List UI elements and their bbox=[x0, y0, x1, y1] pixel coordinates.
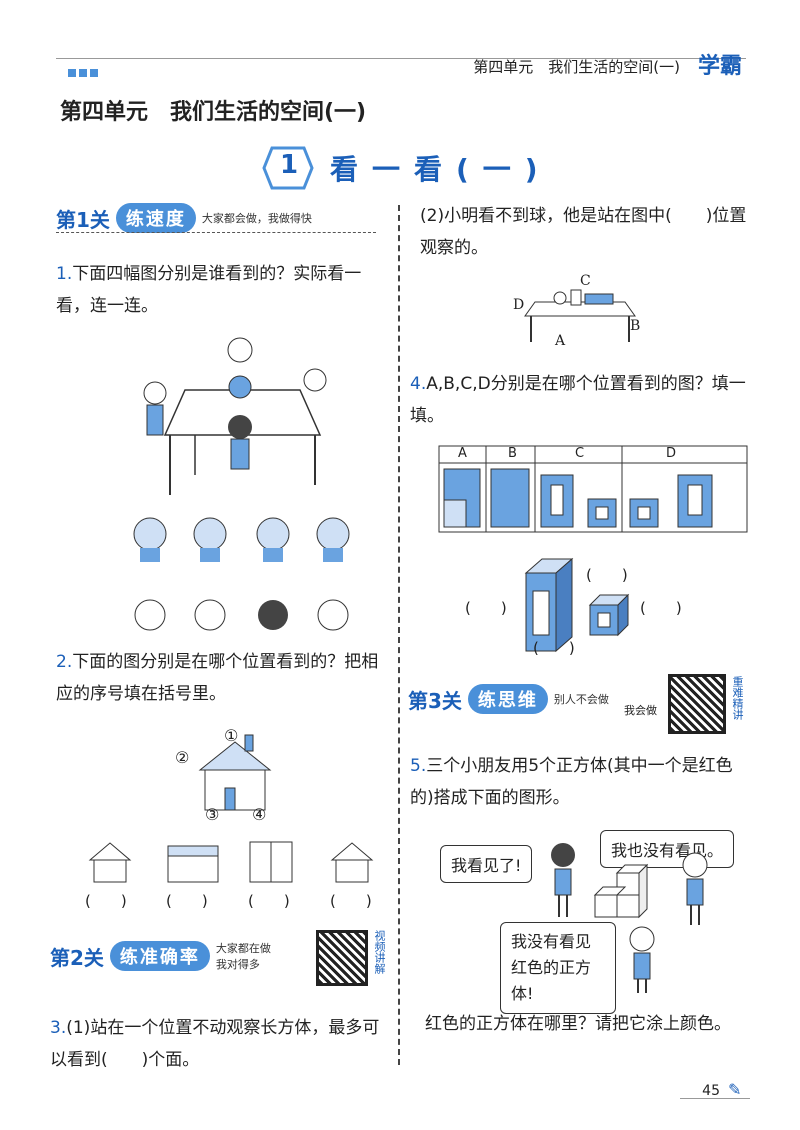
section-label: 第2关 bbox=[50, 945, 104, 970]
grid-header-C: C bbox=[575, 446, 585, 461]
lesson-number: 1 bbox=[280, 150, 299, 180]
house-illustration bbox=[198, 734, 272, 811]
children-heads bbox=[134, 599, 349, 631]
question-5-ask: 红色的正方体在哪里？请把它涂上颜色。 bbox=[425, 1014, 731, 1034]
footer-rule bbox=[680, 1098, 750, 1099]
answer-blank-left[interactable]: ( ) bbox=[465, 599, 507, 617]
question-4: 4.A,B,C,D分别是在哪个位置看到的图？填一填。 bbox=[410, 368, 755, 432]
question-text: 下面四幅图分别是谁看到的？实际看一看，连一连。 bbox=[56, 264, 362, 316]
position-label-A: A bbox=[555, 333, 566, 349]
toy-dog-views bbox=[133, 517, 350, 562]
pencil-icon: ✎ bbox=[728, 1080, 742, 1099]
section-note-1: 别人不会做 bbox=[553, 693, 609, 706]
section-note: 大家都在做 我对得多 bbox=[215, 942, 271, 971]
question-3-part-1: 3.(1)站在一个位置不动观察长方体，最多可以看到( )个面。 bbox=[50, 1012, 390, 1076]
section-1-line bbox=[56, 232, 376, 233]
answer-blank-3[interactable]: ( ) bbox=[248, 892, 290, 910]
answer-blank-4[interactable]: ( ) bbox=[330, 892, 372, 910]
question-text: 下面的图分别是在哪个位置看到的？把相应的序号填在括号里。 bbox=[56, 652, 379, 704]
header-squares bbox=[68, 62, 101, 81]
section-pill: 练准确率 bbox=[109, 941, 210, 971]
decor-square bbox=[79, 69, 87, 77]
position-label-D: D bbox=[513, 297, 525, 313]
position-marker-3: ③ bbox=[205, 805, 220, 824]
section-label: 第3关 bbox=[408, 688, 462, 713]
table-ball-illustration bbox=[524, 289, 636, 342]
page-number: 45 bbox=[702, 1083, 720, 1099]
question-number: 4. bbox=[410, 374, 427, 394]
section-pill: 练思维 bbox=[467, 684, 548, 714]
brand-logo: 学霸 bbox=[697, 54, 742, 79]
grid-header-A: A bbox=[458, 446, 467, 461]
grid-header-D: D bbox=[666, 446, 677, 461]
decor-square bbox=[90, 69, 98, 77]
decor-square bbox=[68, 69, 76, 77]
question-5: 5.三个小朋友用5个正方体(其中一个是红色的)搭成下面的图形。 bbox=[410, 750, 755, 814]
video-label: 重难精讲 bbox=[731, 676, 744, 720]
video-label: 视频讲解 bbox=[373, 930, 386, 974]
speech-bubble-1: 我看见了! bbox=[440, 845, 533, 883]
views-grid bbox=[438, 445, 748, 533]
position-marker-1: ① bbox=[224, 726, 239, 745]
column-divider bbox=[398, 205, 400, 1065]
position-marker-2: ② bbox=[175, 748, 190, 767]
position-label-B: B bbox=[630, 318, 641, 334]
qr-code[interactable] bbox=[668, 674, 726, 734]
question-2: 2.下面的图分别是在哪个位置看到的？把相应的序号填在括号里。 bbox=[56, 646, 391, 710]
section-note: 大家都会做，我做得快 bbox=[201, 212, 312, 225]
section-pill: 练速度 bbox=[115, 203, 196, 233]
boxes-3d-illustration bbox=[524, 557, 630, 653]
question-text: A,B,C,D分别是在哪个位置看到的图？填一填。 bbox=[410, 374, 746, 426]
question-number: 2. bbox=[56, 652, 73, 672]
position-marker-4: ④ bbox=[252, 805, 267, 824]
header-unit-title: 第四单元 我们生活的空间(一) bbox=[473, 58, 680, 76]
section-label: 第1关 bbox=[56, 207, 110, 232]
lesson-number-badge bbox=[262, 146, 314, 190]
section-2-header: 第2关 练准确率 大家都在做 我对得多 bbox=[50, 940, 276, 972]
girl-illustration bbox=[629, 926, 655, 993]
house-views bbox=[88, 841, 374, 883]
question-text: (1)站在一个位置不动观察长方体，最多可以看到( )个面。 bbox=[50, 1018, 380, 1070]
speech-bubble-2: 我也没有看见。 bbox=[600, 830, 735, 868]
cube-stack-illustration bbox=[551, 843, 708, 925]
question-number: 3. bbox=[50, 1018, 67, 1038]
question-3-part-2: (2)小明看不到球，他是站在图中( )位置观察的。 bbox=[420, 200, 760, 264]
answer-blank-1[interactable]: ( ) bbox=[85, 892, 127, 910]
answer-blank-right[interactable]: ( ) bbox=[640, 599, 682, 617]
answer-blank-bottom[interactable]: ( ) bbox=[533, 639, 575, 657]
question-1: 1.下面四幅图分别是谁看到的？实际看一看，连一连。 bbox=[56, 258, 386, 322]
unit-title: 第四单元 我们生活的空间(一) bbox=[60, 100, 367, 125]
answer-blank-2[interactable]: ( ) bbox=[166, 892, 208, 910]
question-text: 三个小朋友用5个正方体(其中一个是红色的)搭成下面的图形。 bbox=[410, 756, 733, 808]
question-text: (2)小明看不到球，他是站在图中( )位置观察的。 bbox=[420, 206, 747, 258]
section-1-header: 第1关 练速度 大家都会做，我做得快 bbox=[56, 203, 312, 233]
lesson-title: 看一看(一) bbox=[330, 153, 552, 186]
header-rule bbox=[56, 58, 746, 59]
position-label-C: C bbox=[580, 273, 591, 289]
section-3-header: 第3关 练思维 别人不会做 bbox=[408, 684, 609, 714]
section-note-2: 我会做 bbox=[624, 704, 657, 717]
question-number: 1. bbox=[56, 264, 73, 284]
qr-code[interactable] bbox=[316, 930, 368, 986]
speech-bubble-3: 我没有看见红色的正方体! bbox=[500, 922, 616, 1014]
answer-blank-top[interactable]: ( ) bbox=[586, 566, 628, 584]
table-scene-illustration bbox=[143, 337, 327, 495]
question-number: 5. bbox=[410, 756, 427, 776]
grid-header-B: B bbox=[508, 446, 517, 461]
